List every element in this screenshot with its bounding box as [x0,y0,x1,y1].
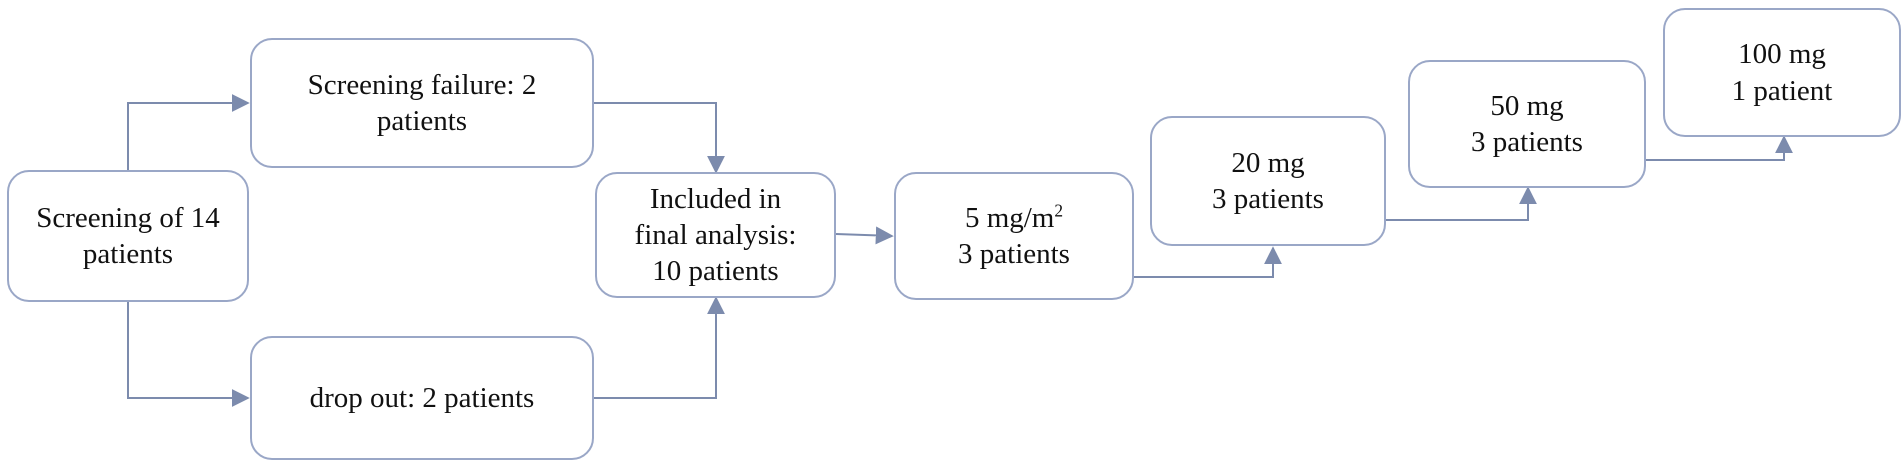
dose-50-line-1: 50 mg [1490,89,1564,122]
arrow-screening-to-failure [127,94,250,170]
screening-failure-line-2: patients [376,105,468,137]
included-line-2: final analysis: [634,218,797,251]
arrow-included-to-dose5 [835,226,894,245]
screening-failure-line-1: Screening failure: 2 [307,68,537,101]
arrow-dose5-to-dose20 [1134,246,1282,278]
dose-5-value: 5 mg/m2 [965,200,1063,236]
screening-line-2: patients [82,238,174,270]
dose-20-line-2: 3 patients [1212,183,1324,215]
arrow-screening-to-dropout [127,302,250,407]
dose-5-patients: 3 patients [958,238,1070,270]
dropout-line-1: drop out: 2 patients [309,381,535,414]
arrow-failure-to-included [594,102,725,174]
screening-box: Screening of 14 patients [7,170,249,302]
dose-100-box: 100 mg 1 patient [1663,8,1901,137]
dose-20-line-1: 20 mg [1231,146,1305,179]
included-box: Included in final analysis: 10 patients [595,172,836,298]
dose-5-superscript: 2 [1054,200,1064,221]
screening-line-1: Screening of 14 [36,201,220,234]
arrow-dose50-to-dose100 [1646,135,1793,161]
arrow-dose20-to-dose50 [1386,186,1537,221]
dose-100-line-1: 100 mg [1738,38,1826,71]
dose-5-box: 5 mg/m2 3 patients [894,172,1134,300]
dose-50-box: 50 mg 3 patients [1408,60,1646,188]
dose-50-line-2: 3 patients [1471,126,1583,158]
arrow-dropout-to-included [594,296,725,399]
included-line-1: Included in [649,182,782,215]
included-line-3: 10 patients [652,255,779,288]
dropout-box: drop out: 2 patients [250,336,594,460]
dose-20-box: 20 mg 3 patients [1150,116,1386,246]
dose-5-unit: 5 mg/m [964,201,1055,234]
dose-100-line-2: 1 patient [1731,74,1833,107]
screening-failure-box: Screening failure: 2 patients [250,38,594,168]
